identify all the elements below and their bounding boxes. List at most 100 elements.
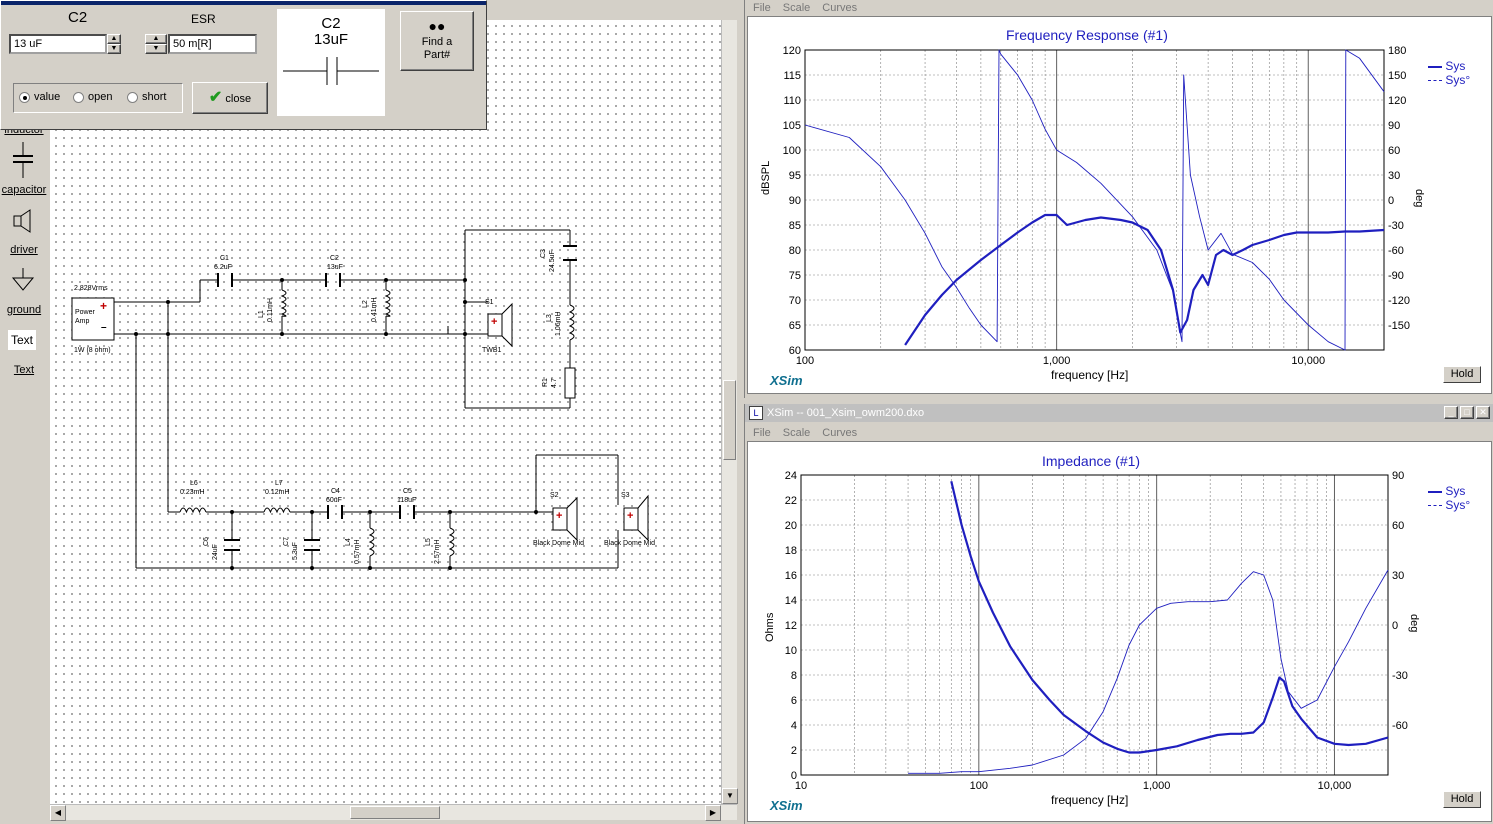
- part-value: 4.7: [551, 378, 558, 388]
- vertical-scrollbar[interactable]: ▼: [721, 20, 738, 804]
- y-tick-label: 110: [783, 95, 801, 107]
- part-value: 0.11mH: [267, 298, 274, 322]
- part-value: 2.57mH: [434, 539, 441, 564]
- part-name-label: C2: [68, 9, 88, 26]
- part-value: 24.5uF: [549, 250, 556, 272]
- amp-label: Power Amp: [75, 309, 95, 325]
- part-value: 1.06mH: [555, 311, 562, 336]
- fr-legend: Sys Sys°: [1428, 59, 1488, 87]
- close-window-icon[interactable]: ✕: [1476, 406, 1490, 419]
- legend-dashed-line: [1428, 80, 1442, 82]
- capacitor-icon[interactable]: [8, 142, 38, 182]
- part-label: C6: [203, 537, 210, 546]
- driver-icon[interactable]: [10, 208, 36, 234]
- menu-file[interactable]: File: [753, 2, 771, 14]
- part-value: 0.12mH: [265, 489, 290, 496]
- y-tick-label: 12: [785, 620, 797, 632]
- part-label: C5: [403, 488, 412, 495]
- legend-dashed-line: [1428, 505, 1442, 507]
- y-tick-label: 22: [785, 495, 797, 507]
- palette-capacitor[interactable]: capacitor: [1, 184, 47, 196]
- palette-ground[interactable]: ground: [6, 304, 42, 316]
- esr-input[interactable]: 50 m[R]: [168, 34, 257, 54]
- driver-label: S3: [621, 492, 630, 499]
- part-label: L2: [362, 300, 369, 308]
- fr-chart-title: Frequency Response (#1): [1006, 27, 1168, 43]
- driver-name: TWB1: [482, 347, 502, 354]
- impedance-window: L XSim -- 001_Xsim_owm200.dxo _ □ ✕ File…: [744, 404, 1493, 824]
- ground-icon[interactable]: [10, 268, 36, 294]
- scroll-right-icon[interactable]: ▶: [705, 805, 721, 821]
- minimize-icon[interactable]: _: [1444, 406, 1458, 419]
- y-tick-label: 16: [785, 570, 797, 582]
- scroll-thumb[interactable]: [723, 380, 736, 460]
- x-tick-label: 1,000: [1043, 355, 1071, 367]
- driver-plus: +: [556, 510, 563, 522]
- y-tick-label: 60: [789, 345, 801, 357]
- scroll-thumb[interactable]: [350, 806, 440, 819]
- fr-brand: XSim: [770, 373, 803, 388]
- part-value: 6.2uF: [214, 264, 232, 271]
- esr-down-icon[interactable]: ▼: [145, 44, 167, 54]
- mode-group: [13, 83, 183, 113]
- value-input[interactable]: 13 uF: [9, 34, 107, 54]
- palette-text[interactable]: Text: [13, 364, 35, 376]
- part-label: C7: [283, 537, 290, 546]
- y-tick-label: 120: [783, 45, 801, 57]
- y-tick-label: 85: [789, 220, 801, 232]
- part-label: R1: [542, 378, 549, 387]
- value-down-icon[interactable]: ▼: [107, 44, 121, 54]
- series-line-2: [908, 569, 1389, 774]
- fr-hold-button[interactable]: Hold: [1443, 366, 1481, 383]
- menu-scale[interactable]: Scale: [782, 2, 811, 14]
- esr-up-icon[interactable]: ▲: [145, 34, 167, 44]
- legend-solid-line: [1428, 490, 1442, 493]
- radio-short[interactable]: short: [127, 91, 166, 103]
- fr-chart: 6065707580859095100105110115120-150-120-…: [783, 45, 1410, 367]
- part-value: 24uF: [212, 544, 219, 560]
- y2-tick-label: -30: [1392, 670, 1408, 682]
- y2-tick-label: -60: [1388, 245, 1404, 257]
- imp-chart-title: Impedance (#1): [1042, 453, 1141, 469]
- y-tick-label: 95: [789, 170, 801, 182]
- y2-tick-label: 120: [1388, 95, 1406, 107]
- part-value: 118uF: [397, 497, 417, 504]
- x-tick-label: 100: [796, 355, 814, 367]
- imp-menubar: File Scale Curves: [745, 425, 857, 441]
- imp-y2label: deg: [1408, 614, 1420, 633]
- y-tick-label: 90: [789, 195, 801, 207]
- legend-solid-line: [1428, 65, 1442, 68]
- part-properties-dialog: C2 ESR 13 uF ▲ ▼ ▲ ▼ 50 m[R] C2 13uF ●● …: [0, 0, 487, 130]
- scroll-left-icon[interactable]: ◀: [50, 805, 66, 821]
- y2-tick-label: 30: [1392, 570, 1404, 582]
- imp-window-title: XSim -- 001_Xsim_owm200.dxo: [767, 407, 925, 419]
- y2-tick-label: -120: [1388, 295, 1410, 307]
- text-tool-icon[interactable]: Text: [8, 330, 36, 350]
- palette-driver[interactable]: driver: [10, 244, 38, 256]
- value-up-icon[interactable]: ▲: [107, 34, 121, 44]
- y-tick-label: 24: [785, 470, 797, 482]
- series-line-1: [904, 213, 1385, 346]
- menu-curves[interactable]: Curves: [822, 427, 858, 439]
- imp-hold-button[interactable]: Hold: [1443, 791, 1481, 808]
- find-part-button[interactable]: ●● Find a Part#: [400, 11, 474, 71]
- part-value: 13uF: [327, 264, 343, 271]
- y-tick-label: 75: [789, 270, 801, 282]
- esr-label: ESR: [191, 12, 216, 26]
- part-symbol-preview: C2 13uF: [277, 9, 385, 116]
- radio-value[interactable]: value: [19, 91, 60, 103]
- menu-file[interactable]: File: [753, 427, 771, 439]
- menu-scale[interactable]: Scale: [782, 427, 811, 439]
- maximize-icon[interactable]: □: [1460, 406, 1474, 419]
- plot-frame: [800, 474, 1389, 776]
- radio-open[interactable]: open: [73, 91, 112, 103]
- close-label: close: [225, 93, 252, 105]
- preview-name: C2: [321, 15, 341, 32]
- scroll-down-icon[interactable]: ▼: [722, 788, 738, 804]
- y-tick-label: 2: [791, 745, 797, 757]
- horizontal-scrollbar[interactable]: ◀ ▶: [50, 804, 737, 821]
- close-button[interactable]: ✔ close: [192, 82, 268, 114]
- checkmark-icon: ✔: [208, 89, 223, 106]
- menu-curves[interactable]: Curves: [822, 2, 858, 14]
- schematic-canvas[interactable]: [50, 20, 737, 804]
